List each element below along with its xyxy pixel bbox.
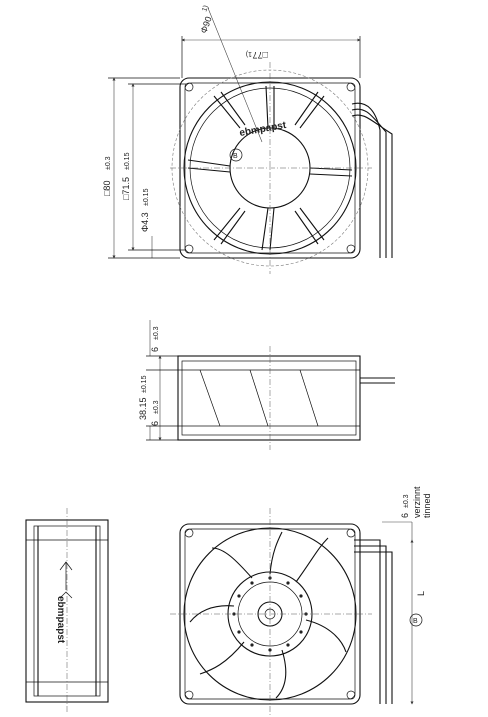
- diameter-note: 1): [201, 4, 210, 12]
- rear-view: 6 ±0.3 verzinnt tinned L B: [170, 486, 432, 716]
- top-wire: [351, 114, 393, 258]
- hole-label: Φ4.3: [140, 212, 150, 232]
- rotation-arrow-icon: [59, 591, 73, 599]
- tinned-de-label: verzinnt: [412, 486, 422, 518]
- rotor-blades: [189, 531, 347, 699]
- rear-wire: [354, 545, 387, 704]
- top-offset-tolerance: ±0.3: [153, 326, 160, 340]
- hole-tolerance: ±0.15: [143, 188, 150, 206]
- marker-b-label: B: [233, 153, 238, 160]
- lead-label: 6: [400, 513, 410, 518]
- top-offset-label: 6: [150, 347, 160, 352]
- length-label: L: [416, 591, 426, 596]
- brand-logo: ebmpapst: [239, 120, 288, 139]
- hole-pitch-label: □71.5: [121, 177, 131, 200]
- mounting-hole-icon: [184, 690, 194, 700]
- diameter-label: Φ90: [198, 15, 213, 35]
- mounting-hole-icon: [346, 82, 356, 92]
- mounting-hole-icon: [346, 528, 356, 538]
- diameter-leader: [207, 7, 263, 143]
- outer-tolerance: ±0.3: [105, 156, 112, 170]
- side-blades: [199, 369, 319, 427]
- bottom-offset-label: 6: [150, 421, 160, 426]
- mounting-hole-icon: [346, 690, 356, 700]
- top-view: Φ90 1) □77 1) □80 ±0.3 □71.5 ±0.15 Φ4.3 …: [102, 4, 393, 274]
- rear-marker-b-label: B: [413, 618, 418, 625]
- left-brand-logo: ebmpapst: [55, 596, 66, 644]
- depth-label: 38.15: [138, 397, 148, 420]
- side-view: 6 ±0.3 38.15 ±0.15 6 ±0.3: [138, 320, 395, 450]
- width-note: 1): [246, 50, 252, 57]
- top-wire: [351, 108, 387, 258]
- marker-b-circle: [229, 148, 243, 162]
- bottom-offset-tolerance: ±0.3: [153, 400, 160, 414]
- side-housing-outline: [177, 355, 361, 441]
- mounting-hole-icon: [184, 528, 194, 538]
- airflow-arrow-icon: [59, 561, 73, 590]
- rear-wire: [354, 539, 381, 704]
- mounting-hole-icon: [184, 82, 194, 92]
- top-struts: [187, 85, 353, 251]
- left-view: ebmpapst: [25, 508, 109, 712]
- rear-marker-b-circle: [409, 613, 423, 627]
- mounting-hole-icon: [184, 244, 194, 254]
- tinned-en-label: tinned: [422, 493, 432, 518]
- lead-tolerance: ±0.3: [403, 494, 410, 508]
- top-wire: [351, 102, 381, 258]
- depth-tolerance: ±0.15: [141, 375, 148, 393]
- rear-wire: [354, 551, 393, 704]
- outer-label: □80: [102, 181, 112, 196]
- width-label: □77: [253, 50, 268, 60]
- hole-pitch-tolerance: ±0.15: [124, 152, 131, 170]
- mounting-hole-icon: [346, 244, 356, 254]
